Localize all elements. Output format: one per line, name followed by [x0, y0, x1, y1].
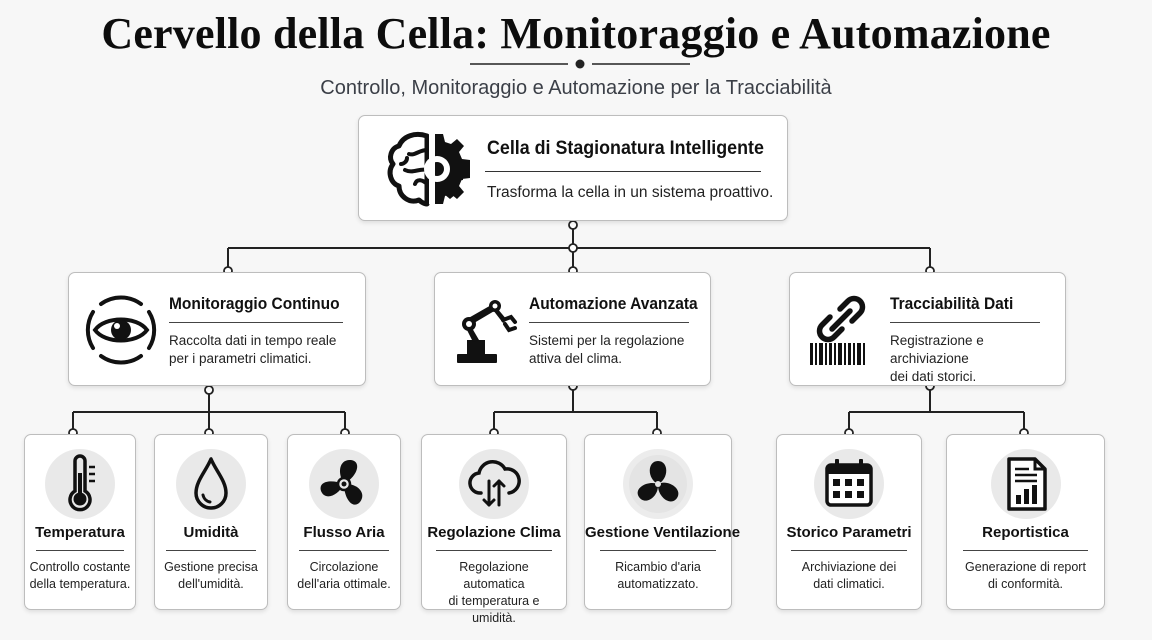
calendar-icon: [825, 459, 873, 507]
chain-barcode-icon: [810, 295, 866, 365]
leaf-card-temperatura: Temperatura Controllo costante della tem…: [24, 434, 136, 610]
leaf-divider: [36, 550, 124, 551]
leaf-description: Circolazione dell'aria ottimale.: [297, 560, 391, 591]
leaf-description: Archiviazione dei dati climatici.: [801, 560, 897, 591]
leaf-divider: [166, 550, 256, 551]
branch-divider: [169, 322, 343, 323]
fan-icon: [320, 459, 363, 505]
robot-arm-icon: [457, 300, 517, 363]
branch-divider: [529, 322, 689, 323]
brain-gear-icon: [387, 131, 470, 207]
root-node-card: Cella di Stagionatura Intelligente Trasf…: [358, 115, 788, 221]
leaf-description: Generazione di report di conformità.: [965, 560, 1086, 591]
leaf-title: Storico Parametri: [786, 524, 912, 541]
branch-card-monitoraggio: Monitoraggio Continuo Raccolta dati in t…: [68, 272, 366, 386]
leaf-divider: [299, 550, 389, 551]
leaf-divider: [436, 550, 552, 551]
leaf-divider: [599, 550, 717, 551]
leaf-card-reportistica: Reportistica Generazione di report di co…: [946, 434, 1105, 610]
branch-description: Registrazione e archiviazione dei dati s…: [890, 333, 984, 384]
propeller-icon: [629, 455, 687, 513]
leaf-title: Regolazione Clima: [427, 524, 561, 541]
branch-title: Tracciabilità Dati: [890, 295, 1014, 313]
root-node-title: Cella di Stagionatura Intelligente: [487, 138, 764, 159]
leaf-card-flusso-aria: Flusso Aria Circolazione dell'aria ottim…: [287, 434, 401, 610]
eye-sensor-icon: [85, 295, 157, 365]
leaf-title: Reportistica: [982, 524, 1069, 541]
leaf-description: Gestione precisa dell'umidità.: [164, 560, 258, 591]
branch-card-tracciabilita: Tracciabilità Dati Registrazione e archi…: [789, 272, 1066, 386]
page-subtitle: Controllo, Monitoraggio e Automazione pe…: [320, 77, 832, 99]
leaf-card-storico-parametri: Storico Parametri Archiviazione dei dati…: [776, 434, 922, 610]
branch-title: Automazione Avanzata: [529, 295, 698, 313]
leaf-title: Gestione Ventilazione: [585, 524, 741, 541]
branch-title: Monitoraggio Continuo: [169, 295, 340, 313]
root-node-divider: [485, 171, 761, 172]
leaf-title: Flusso Aria: [303, 524, 385, 541]
leaf-card-umidita: Umidità Gestione precisa dell'umidità.: [154, 434, 268, 610]
leaf-divider: [791, 550, 907, 551]
leaf-title: Temperatura: [35, 524, 125, 541]
leaf-description: Regolazione automatica di temperatura e …: [448, 560, 540, 625]
branch-card-automazione: Automazione Avanzata Sistemi per la rego…: [434, 272, 711, 386]
branch-divider: [890, 322, 1040, 323]
leaf-card-regolazione-clima: Regolazione Clima Regolazione automatica…: [421, 434, 567, 625]
leaf-title: Umidità: [183, 524, 239, 541]
leaf-card-gestione-ventilazione: Gestione Ventilazione Ricambio d'aria au…: [584, 434, 741, 610]
report-chart-icon: [1006, 457, 1047, 511]
title-ornament: [470, 59, 690, 69]
leaf-divider: [962, 550, 1089, 551]
leaf-description: Controllo costante della temperatura.: [29, 560, 131, 591]
branch-description: Raccolta dati in tempo reale per i param…: [169, 333, 337, 366]
cloud-sync-icon: [468, 460, 521, 507]
water-drop-icon: [194, 457, 228, 510]
thermometer-icon: [68, 454, 95, 512]
branch-description: Sistemi per la regolazione attiva del cl…: [529, 333, 685, 366]
page-title: Cervello della Cella: Monitoraggio e Aut…: [101, 9, 1051, 58]
leaf-description: Ricambio d'aria automatizzato.: [615, 560, 701, 591]
root-node-description: Trasforma la cella in un sistema proatti…: [487, 184, 774, 201]
